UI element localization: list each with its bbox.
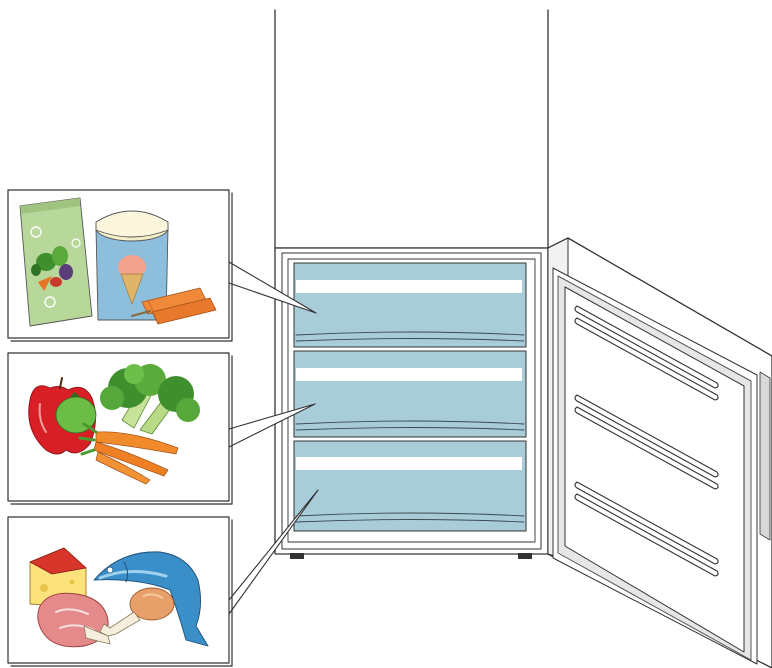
carrots-icon bbox=[78, 422, 179, 485]
chicken-leg-icon bbox=[99, 587, 175, 637]
ice-cream-tub-icon bbox=[95, 210, 169, 321]
fish-icon bbox=[93, 551, 209, 647]
door-rack-middle bbox=[574, 394, 719, 490]
callout-pointers bbox=[228, 261, 319, 615]
fridge-cabinet bbox=[274, 9, 549, 249]
door-rack-top bbox=[574, 305, 719, 401]
broccoli-icon bbox=[100, 364, 200, 435]
frozen-vegetables-bag-icon bbox=[19, 197, 93, 327]
fish-fingers-icon bbox=[131, 287, 217, 325]
drawer-bottom bbox=[293, 440, 527, 532]
drawer-middle bbox=[293, 350, 527, 438]
drawer-top bbox=[293, 262, 527, 348]
door-rack-bottom bbox=[574, 481, 719, 577]
steak-icon bbox=[37, 592, 111, 648]
